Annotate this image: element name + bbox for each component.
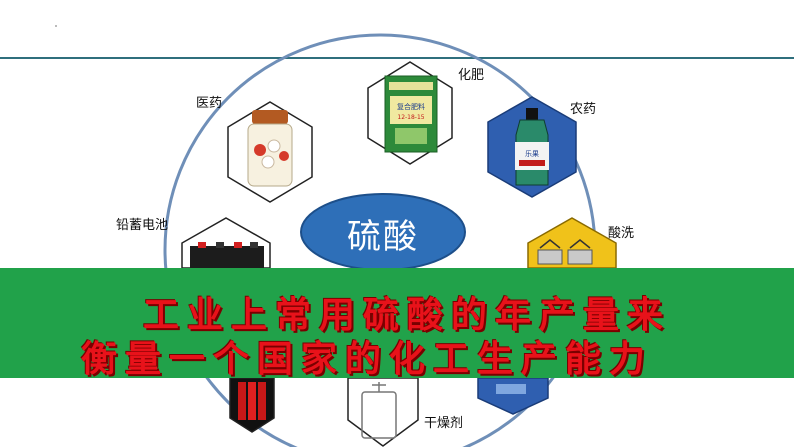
fertilizer-package-subtext: 12-18-15 — [397, 114, 424, 121]
node-label-medicine: 医药 — [196, 96, 223, 111]
node-battery-hexagon — [181, 217, 271, 269]
header-rule — [0, 57, 794, 59]
highlight-banner: 工业上常用硫酸的年产量来 衡量一个国家的化工生产能力 — [0, 268, 794, 380]
decorative-dot — [55, 25, 57, 27]
node-label-desiccant: 干燥剂 — [424, 416, 464, 431]
banner-line-2: 衡量一个国家的化工生产能力 — [80, 338, 653, 380]
node-fertilizer-hexagon: 复合肥料 12-18-15 — [367, 61, 453, 165]
node-desiccant-hexagon — [347, 377, 419, 447]
node-explosive-hexagon — [229, 377, 275, 433]
node-medicine-hexagon — [227, 101, 313, 203]
fertilizer-package-text: 复合肥料 — [397, 102, 425, 111]
node-label-pesticide: 农药 — [570, 102, 597, 117]
center-label: 硫酸 — [347, 216, 419, 257]
pesticide-bottle-text: 乐果 — [525, 149, 539, 158]
node-pickling-hexagon — [527, 217, 617, 269]
banner-line-1: 工业上常用硫酸的年产量来 — [142, 294, 671, 336]
node-pesticide-hexagon: 乐果 — [487, 96, 577, 198]
node-bottom-right-hexagon — [477, 377, 549, 415]
node-label-battery: 铅蓄电池 — [116, 218, 169, 233]
node-label-pickling: 酸洗 — [608, 226, 635, 241]
node-label-fertilizer: 化肥 — [458, 68, 485, 83]
